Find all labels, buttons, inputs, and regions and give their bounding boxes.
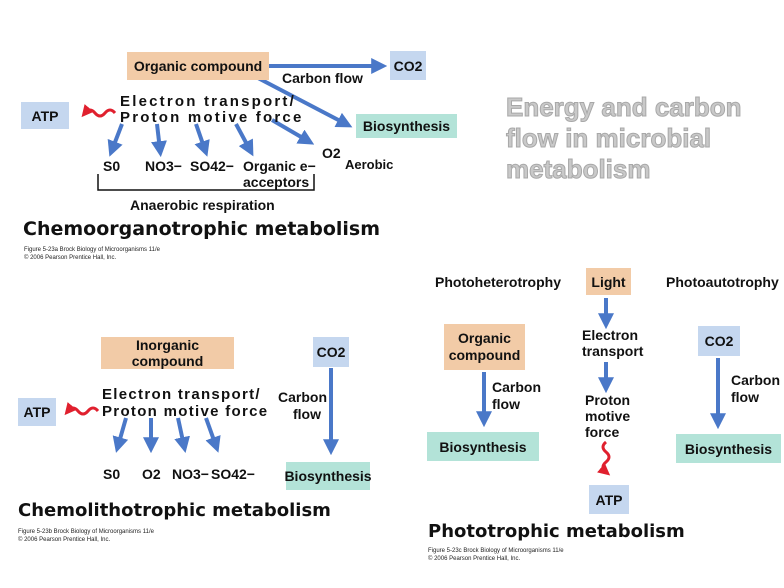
atp-box-c: ATP (589, 485, 629, 514)
compound-label-c: compound (448, 347, 521, 363)
co2-box: CO2 (390, 51, 426, 80)
biosynthesis-box: Biosynthesis (356, 114, 457, 138)
acceptor-no3: NO3− (145, 158, 182, 174)
photoautotrophy-label: Photoautotrophy (666, 274, 779, 290)
organic-compound-box-c: Organic compound (444, 324, 525, 370)
proton-label-c: Proton (585, 392, 631, 408)
organic-compound-box: Organic compound (127, 52, 269, 80)
acceptor-no3-b: NO3− (172, 466, 209, 482)
light-box: Light (586, 268, 631, 295)
carbon-flow-label: Carbon flow (282, 70, 363, 86)
panel-c-caption-1: Figure 5-23c Brock Biology of Microorgan… (428, 548, 564, 554)
carbon-label-b: Carbon (278, 389, 327, 405)
biosynthesis-box-c-left: Biosynthesis (427, 432, 539, 461)
force-label-c: force (585, 424, 620, 440)
co2-box-b: CO2 (313, 337, 349, 367)
organic-label-c: Organic (458, 330, 511, 346)
electron-transport-label: Electron transport/ (120, 93, 296, 110)
atp-label: ATP (31, 107, 59, 124)
transport-label-c: transport (582, 343, 644, 359)
co2-box-c: CO2 (698, 326, 740, 356)
proton-motive-force-label: Proton motive force (120, 109, 304, 126)
panel-c-arrows (476, 298, 726, 476)
panel-c-caption-2: © 2006 Pearson Prentice Hall, Inc. (428, 556, 521, 562)
co2-label-b: CO2 (316, 344, 346, 360)
panel-c-heading: Phototrophic metabolism (428, 521, 685, 542)
biosynthesis-label: Biosynthesis (362, 118, 451, 134)
biosynthesis-label-c-left: Biosynthesis (439, 438, 527, 455)
biosynthesis-box-c-right: Biosynthesis (676, 434, 781, 463)
electron-transport-label-b: Electron transport/ (102, 386, 261, 403)
panel-a-heading: Chemoorganotrophic metabolism (23, 218, 381, 240)
acceptor-o2-b: O2 (142, 466, 161, 482)
atp-label-b: ATP (23, 404, 51, 420)
inorganic-compound-label: Inorganic compound (131, 337, 204, 369)
photoheterotrophy-label: Photoheterotrophy (435, 274, 561, 290)
acceptor-organic-2: acceptors (243, 174, 310, 190)
panel-a-arrows (81, 58, 388, 191)
acceptor-o2: O2 (322, 145, 341, 161)
atp-box: ATP (21, 102, 69, 129)
panel-b-caption-1: Figure 5-23b Brock Biology of Microorgan… (18, 529, 154, 535)
co2-label-c: CO2 (704, 333, 734, 349)
flow-label-c-right: flow (731, 389, 759, 405)
panel-b-arrows (64, 368, 339, 456)
biosynthesis-box-b: Biosynthesis (284, 462, 372, 490)
flow-label-b: flow (293, 406, 321, 422)
acceptor-organic: Organic e− (243, 158, 316, 174)
flow-label-c: flow (492, 396, 520, 412)
biosynthesis-label-b: Biosynthesis (284, 468, 372, 484)
slide-title: Energy and carbon flow in microbial meta… (506, 92, 743, 185)
acceptor-s0-b: S0 (103, 466, 121, 482)
proton-motive-force-label-b: Proton motive force (102, 403, 269, 420)
co2-label: CO2 (393, 57, 423, 74)
electron-label-c: Electron (582, 327, 639, 343)
carbon-label-c-right: Carbon (731, 372, 780, 388)
panel-b-heading: Chemolithotrophic metabolism (18, 500, 331, 521)
inorganic-compound-box: Inorganic compound (101, 337, 234, 369)
light-label: Light (591, 273, 626, 290)
anaerobic-respiration-label: Anaerobic respiration (130, 197, 275, 213)
acceptor-so4: SO42− (190, 158, 234, 174)
organic-compound-label: Organic compound (133, 58, 263, 74)
motive-label-c: motive (585, 408, 631, 424)
biosynthesis-label-c-right: Biosynthesis (684, 440, 773, 457)
acceptor-s0: S0 (103, 158, 121, 174)
atp-label-c: ATP (595, 491, 623, 508)
carbon-label-c: Carbon (492, 379, 541, 395)
panel-a-caption-1: Figure 5-23a Brock Biology of Microorgan… (24, 247, 160, 253)
acceptor-so4-b: SO42− (211, 466, 255, 482)
aerobic-label: Aerobic (345, 157, 394, 172)
panel-b-caption-2: © 2006 Pearson Prentice Hall, Inc. (18, 537, 111, 543)
atp-box-b: ATP (18, 398, 56, 426)
panel-a-caption-2: © 2006 Pearson Prentice Hall, Inc. (24, 255, 117, 261)
